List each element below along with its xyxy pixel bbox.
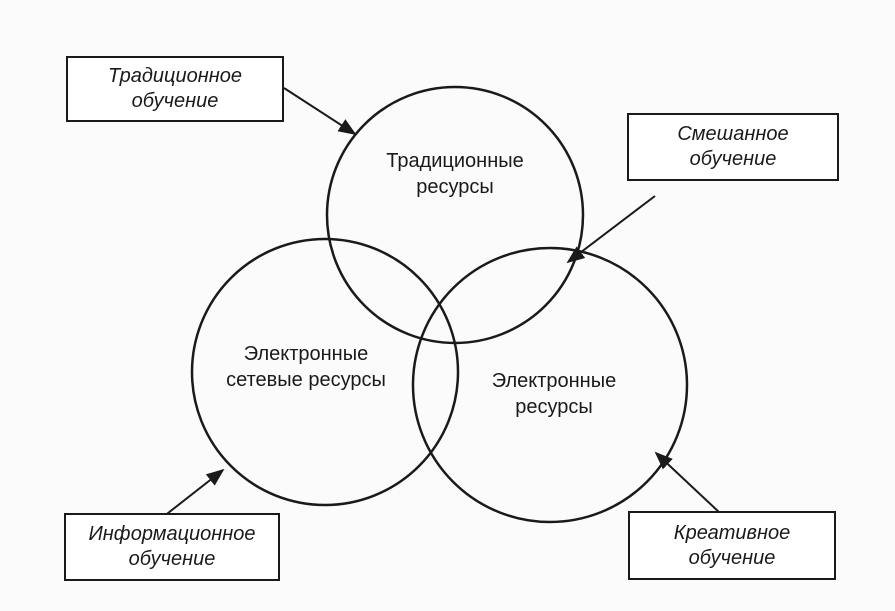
arrow-creative-learning: [654, 451, 721, 514]
label-electronic-resources-line1: Электронные: [491, 370, 617, 392]
arrow-traditional-learning: [283, 87, 357, 135]
box-blended-learning-line1: Смешанное: [677, 123, 789, 145]
box-information-learning-line2: обучение: [128, 548, 216, 570]
circle-traditional-resources: [325, 85, 585, 345]
box-blended-learning-line2: обучение: [689, 148, 777, 170]
label-electronic-network-resources-line2: сетевые ресурсы: [226, 369, 386, 391]
box-information-learning: Информационное обучение: [64, 513, 280, 581]
arrow-blended-learning: [566, 195, 656, 264]
circle-electronic-network-resources: [190, 237, 460, 507]
label-electronic-resources-line2: ресурсы: [515, 396, 593, 418]
circle-electronic-resources: [411, 246, 689, 524]
label-traditional-resources-line2: ресурсы: [416, 176, 494, 198]
box-traditional-learning: Традиционное обучение: [66, 56, 284, 122]
label-electronic-network-resources-line1: Электронные: [243, 343, 369, 365]
label-electronic-resources: Электронные ресурсы: [474, 368, 634, 420]
arrow-information-learning: [162, 468, 225, 518]
label-electronic-network-resources: Электронные сетевые ресурсы: [196, 341, 416, 393]
box-information-learning-line1: Информационное: [88, 523, 256, 545]
box-traditional-learning-line2: обучение: [131, 90, 219, 112]
box-blended-learning: Смешанное обучение: [627, 113, 839, 181]
box-creative-learning: Креативное обучение: [628, 511, 836, 580]
box-creative-learning-line2: обучение: [688, 546, 776, 569]
box-creative-learning-line1: Креативное: [673, 521, 791, 544]
label-traditional-resources-line1: Традиционные: [386, 150, 524, 172]
label-traditional-resources: Традиционные ресурсы: [375, 148, 535, 200]
box-traditional-learning-line1: Традиционное: [108, 65, 242, 87]
